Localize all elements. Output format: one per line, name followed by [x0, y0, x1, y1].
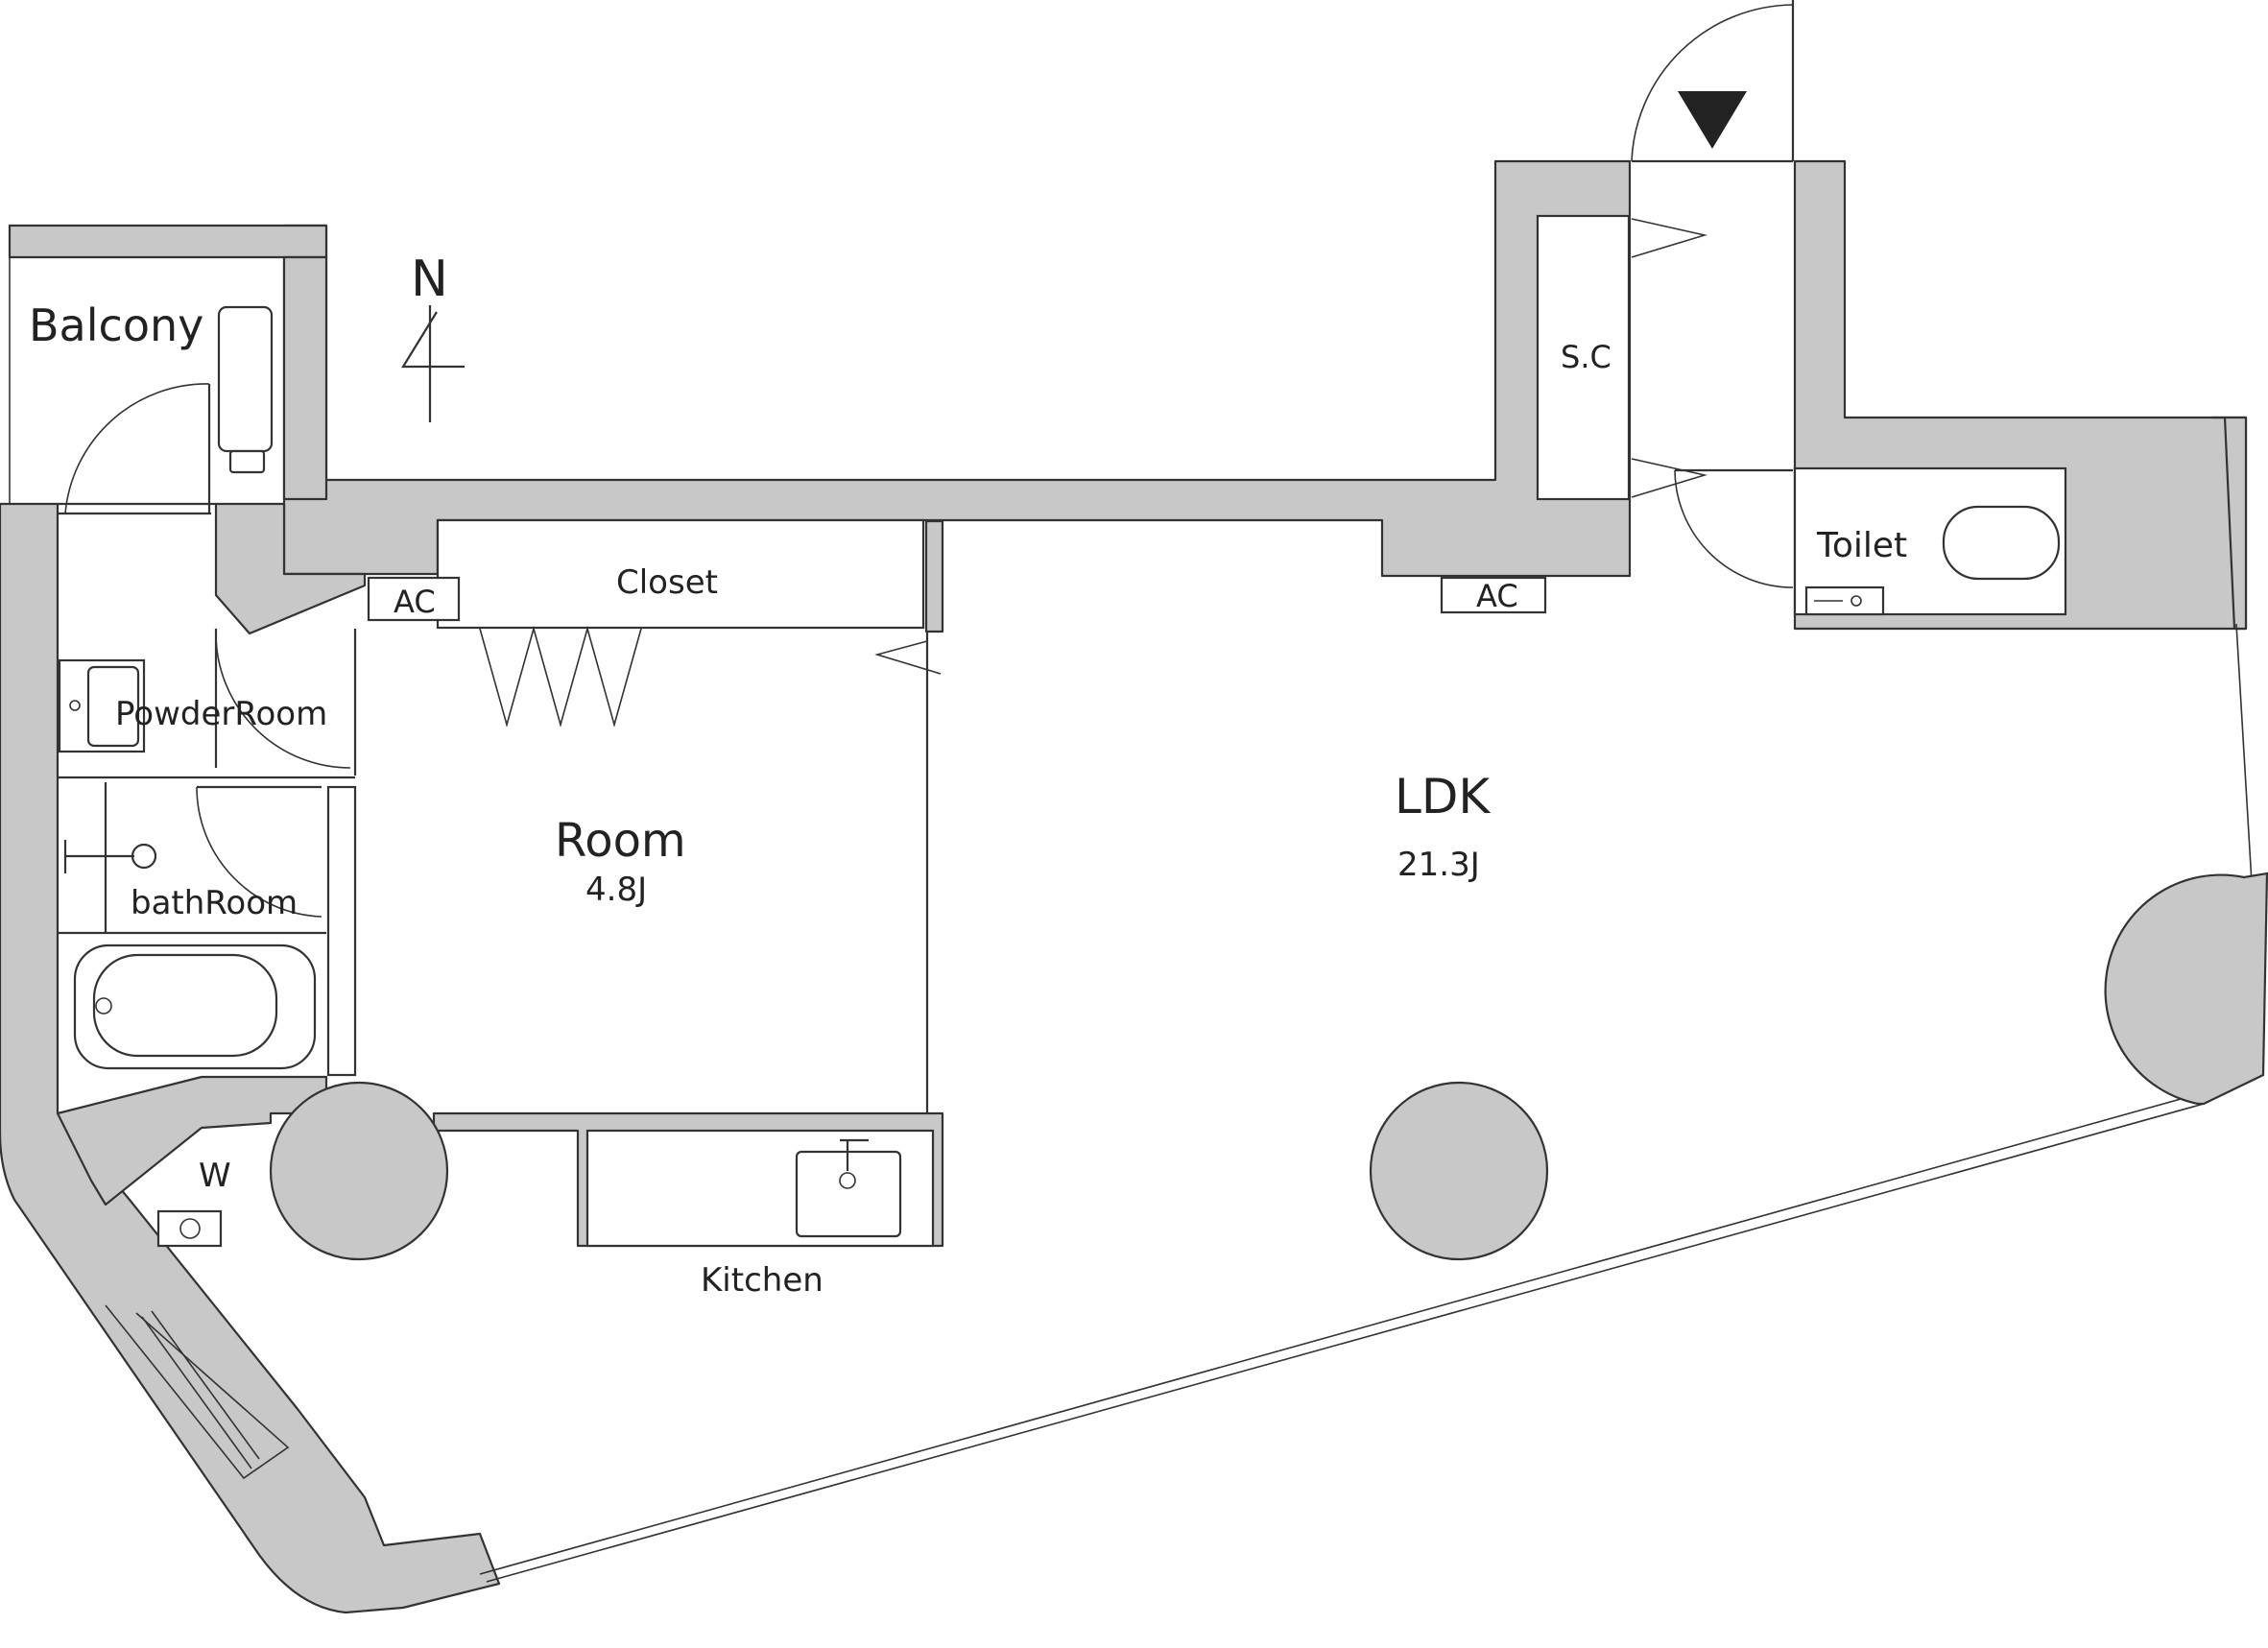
compass-label: N	[411, 251, 448, 308]
ldk-label: LDK	[1395, 769, 1491, 824]
bathtub-inner	[92, 953, 278, 1058]
balcony-wall-right	[282, 255, 328, 501]
north-arrow-icon	[401, 305, 465, 422]
south-window	[479, 1093, 2205, 1583]
powder-room-basin	[86, 665, 140, 748]
shower-head	[131, 843, 157, 870]
wall-bath-w	[56, 1075, 328, 1206]
toilet-label: Toilet	[1816, 526, 1907, 565]
north-wall	[282, 159, 1632, 578]
ldk-size-label: 21.3J	[1397, 846, 1480, 884]
ac-label-ldk: AC	[1476, 578, 1518, 614]
columns	[269, 872, 2268, 1261]
toilet-bowl	[1942, 505, 2061, 581]
column-west	[269, 1081, 449, 1261]
ac-label-room: AC	[394, 584, 436, 620]
ac-box-ldk	[1440, 576, 1547, 614]
west-wall	[0, 502, 501, 1614]
powder-room-label: PowderRoom	[115, 695, 327, 733]
washer-label: W	[199, 1157, 231, 1195]
inner-wall-balcony	[214, 502, 367, 635]
column-center	[1369, 1081, 1549, 1261]
partition-stub	[924, 519, 944, 633]
east-wall-upper	[2210, 416, 2248, 631]
bath-room-label: bathRoom	[131, 884, 298, 922]
labels: Balcony N Closet AC AC S.C Toilet Powder…	[29, 251, 1907, 1300]
closet-label: Closet	[616, 563, 718, 602]
balcony-door-swing	[64, 383, 210, 514]
ac-box-room	[367, 576, 461, 622]
entrance-marker-icon	[1678, 91, 1747, 149]
powder-door-swing	[215, 633, 351, 769]
bath-wall	[326, 785, 357, 1077]
toilet-door-swing	[1674, 469, 1794, 588]
outdoor-unit	[217, 305, 274, 453]
entry-door-swing	[1631, 4, 1794, 162]
room-size-label: 4.8J	[585, 871, 647, 909]
shoe-closet	[1536, 214, 1631, 501]
bath-door-swing	[196, 786, 322, 918]
kitchen-label: Kitchen	[701, 1261, 824, 1300]
balcony-wall-top	[8, 224, 328, 259]
fixtures	[9, 0, 2253, 1583]
room-label: Room	[555, 814, 686, 868]
outdoor-unit-foot	[228, 449, 266, 474]
balcony-label: Balcony	[29, 299, 203, 351]
column-east	[2104, 872, 2268, 1106]
washer-pan	[156, 1209, 223, 1248]
closet-box	[436, 518, 925, 630]
shoe-closet-label: S.C	[1561, 339, 1611, 375]
